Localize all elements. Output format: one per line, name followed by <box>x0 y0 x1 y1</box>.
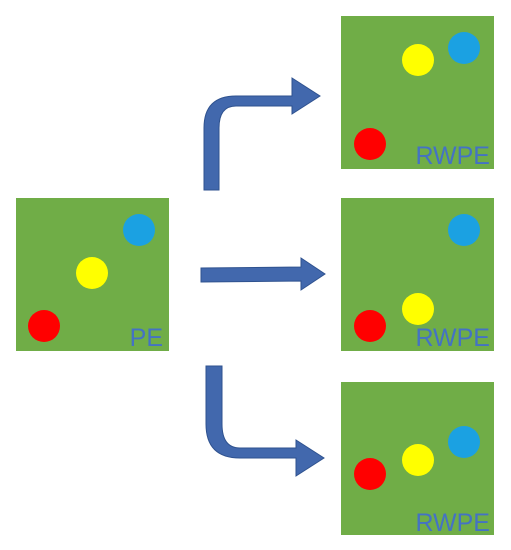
output-panel-top-label: RWPE <box>415 142 490 170</box>
source-panel-label: PE <box>130 324 163 352</box>
output-panel-top: RWPE <box>341 16 494 170</box>
straight-arrow <box>200 257 326 291</box>
output-bottom-blue-dot <box>448 426 480 458</box>
source-blue-dot <box>123 214 155 246</box>
source-panel: PE <box>16 198 169 352</box>
output-middle-yellow-dot <box>402 293 434 325</box>
output-middle-red-dot <box>354 310 386 342</box>
output-top-blue-dot <box>448 32 480 64</box>
output-top-red-dot <box>354 128 386 160</box>
output-panel-bottom: RWPE <box>341 382 494 537</box>
output-panel-bottom-label: RWPE <box>415 509 490 537</box>
curved-up-arrow <box>203 77 321 191</box>
output-top-yellow-dot <box>402 44 434 76</box>
source-red-dot <box>28 310 60 342</box>
output-bottom-yellow-dot <box>402 444 434 476</box>
output-middle-blue-dot <box>448 214 480 246</box>
output-bottom-red-dot <box>354 458 386 490</box>
curved-down-arrow <box>205 365 325 477</box>
output-panel-middle-label: RWPE <box>415 324 490 352</box>
output-panel-middle: RWPE <box>341 198 494 352</box>
source-yellow-dot <box>76 257 108 289</box>
